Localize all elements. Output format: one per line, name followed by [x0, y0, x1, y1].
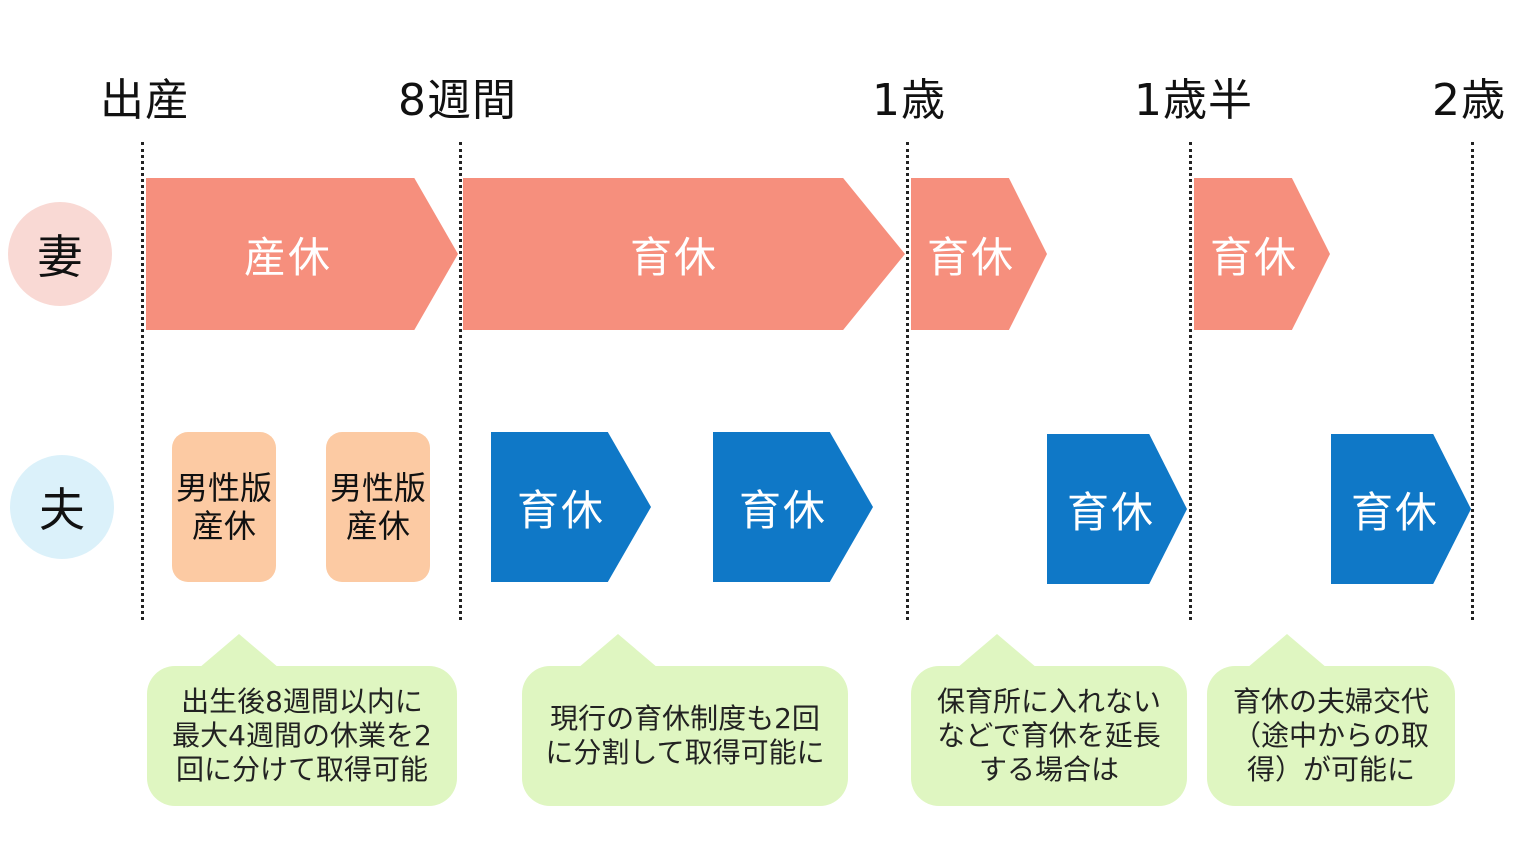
- husband-childcare-leave-bar-2: 育休: [713, 432, 873, 582]
- husband-childcare-leave-bar-3: 育休: [1047, 434, 1187, 584]
- divider-8-weeks: [459, 142, 462, 620]
- milestone-birth: 出産: [100, 75, 190, 126]
- paternity-line-1: 男性版: [329, 469, 426, 507]
- wife-childcare-leave-extension-1: 育休: [911, 178, 1047, 330]
- callout-line: 最大4週間の休業を2: [172, 719, 432, 752]
- paternity-line-2: 産休: [191, 507, 256, 545]
- callout-line: 保育所に入れない: [936, 685, 1161, 718]
- wife-bar-label: 育休: [926, 232, 1015, 282]
- wife-bar-label: 産休: [243, 232, 332, 282]
- wife-childcare-leave-extension-2: 育休: [1194, 178, 1330, 330]
- callout-line: 出生後8週間以内に: [181, 685, 423, 718]
- callout-paternity-leave-note: 出生後8週間以内に 最大4週間の休業を2 回に分けて取得可能: [147, 634, 457, 806]
- husband-paternity-leave-box: 男性版 産休: [326, 432, 430, 582]
- milestone-1-5-years: 1歳半: [1134, 75, 1253, 126]
- row-label-husband: 夫: [10, 455, 114, 559]
- callout-line: 現行の育休制度も2回: [550, 702, 820, 735]
- row-label-wife: 妻: [8, 202, 112, 306]
- callout-line: などで育休を延長: [937, 719, 1161, 752]
- paternity-line-2: 産休: [345, 507, 410, 545]
- husband-bar-label: 育休: [738, 485, 827, 535]
- husband-bar-label: 育休: [1350, 487, 1439, 537]
- divider-1-year: [906, 142, 909, 620]
- callout-line: 得）が可能に: [1246, 753, 1415, 786]
- divider-2-years: [1471, 142, 1474, 620]
- divider-birth: [141, 142, 144, 620]
- wife-childcare-leave-bar: 育休: [463, 178, 905, 330]
- milestone-1-year: 1歳: [872, 75, 946, 126]
- callout-line: （途中からの取: [1232, 719, 1429, 752]
- callout-split-leave-note: 現行の育休制度も2回 に分割して取得可能に: [522, 634, 848, 806]
- callout-extension-note: 保育所に入れない などで育休を延長 する場合は: [911, 634, 1187, 806]
- row-label-husband-text: 夫: [39, 483, 85, 537]
- husband-bar-label: 育休: [516, 485, 605, 535]
- husband-childcare-leave-bar-4: 育休: [1331, 434, 1471, 584]
- wife-maternity-leave-bar: 産休: [146, 178, 458, 330]
- callout-line: に分割して取得可能に: [545, 736, 825, 769]
- husband-childcare-leave-bar-1: 育休: [491, 432, 651, 582]
- callout-line: 回に分けて取得可能: [175, 753, 428, 786]
- paternity-line-1: 男性版: [175, 469, 272, 507]
- row-label-wife-text: 妻: [37, 230, 83, 284]
- wife-bar-label: 育休: [629, 232, 718, 282]
- wife-bar-label: 育休: [1209, 232, 1298, 282]
- divider-1-5-years: [1189, 142, 1192, 620]
- callout-line: 育休の夫婦交代: [1232, 685, 1429, 718]
- callout-spouse-switch-note: 育休の夫婦交代 （途中からの取 得）が可能に: [1207, 634, 1455, 806]
- husband-bar-label: 育休: [1066, 487, 1155, 537]
- milestone-2-years: 2歳: [1432, 75, 1506, 126]
- husband-paternity-leave-box: 男性版 産休: [172, 432, 276, 582]
- callout-line: する場合は: [978, 753, 1119, 786]
- milestone-8-weeks: 8週間: [398, 75, 517, 126]
